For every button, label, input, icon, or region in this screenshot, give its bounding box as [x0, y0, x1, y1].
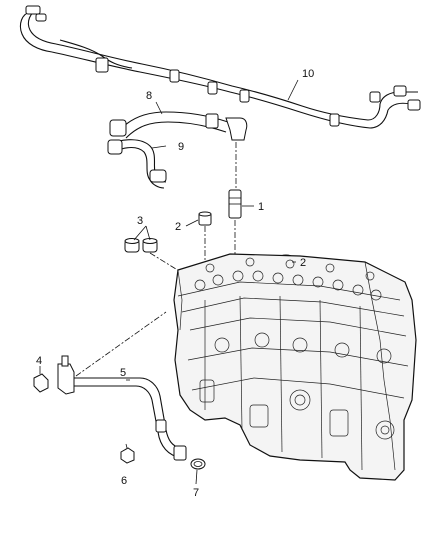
- callout-4: 4: [36, 355, 42, 367]
- callout-1: 1: [258, 201, 264, 213]
- callout-2-right: 2: [300, 257, 306, 269]
- callout-9: 9: [178, 141, 184, 153]
- callout-5: 5: [120, 367, 126, 379]
- callout-2-upper: 2: [175, 221, 181, 233]
- fitting-1: [228, 189, 242, 219]
- hose-9: [107, 139, 167, 189]
- hose-8: [109, 111, 248, 141]
- engine-block: [173, 253, 417, 481]
- callout-8: 8: [146, 90, 152, 102]
- tube-assembly-10: [19, 5, 421, 129]
- callout-6: 6: [121, 475, 127, 487]
- callout-7: 7: [193, 487, 199, 499]
- plug-2-upper: [198, 211, 212, 226]
- plugs-3: [124, 238, 158, 253]
- fitting-6: [120, 447, 135, 464]
- nut-4: [33, 373, 49, 393]
- leader-dash-5: [75, 311, 167, 377]
- callout-leaders: [39, 79, 299, 485]
- callout-3: 3: [137, 215, 143, 227]
- clamp-7: [190, 458, 206, 470]
- tube-5: [57, 355, 187, 461]
- callout-10: 10: [302, 68, 314, 80]
